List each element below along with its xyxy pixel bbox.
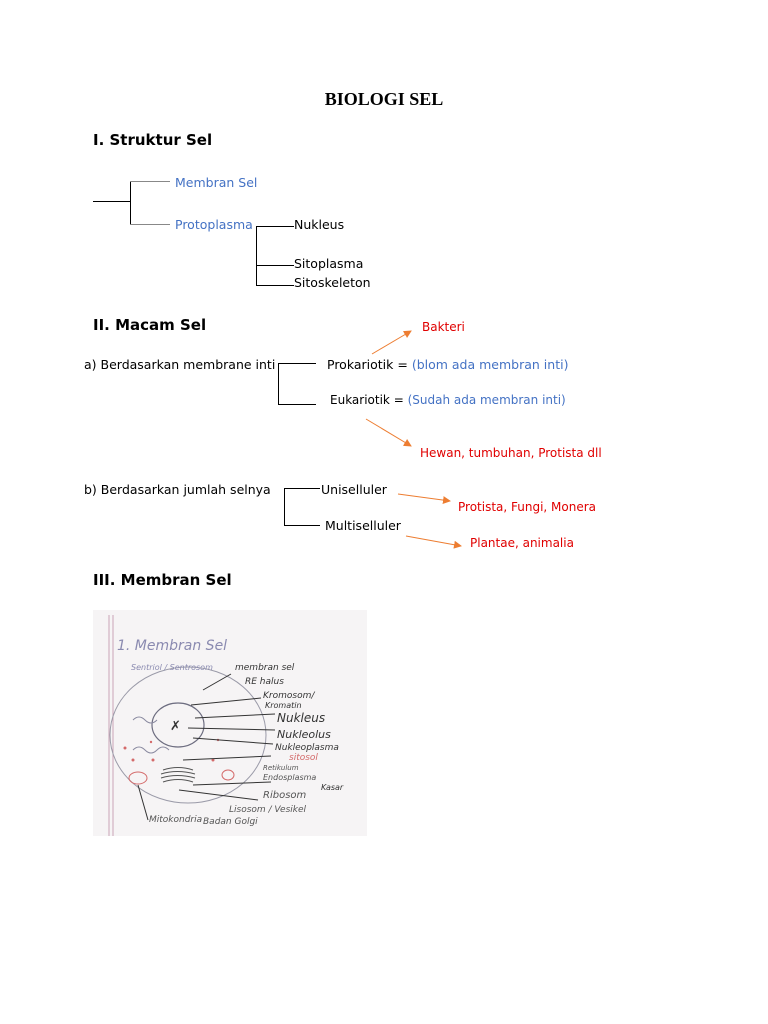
tree-branch-membran [130,181,170,182]
tree-root-line [93,201,130,202]
drawing-label-nukleolus: Nukleolus [277,728,331,741]
drawing-label-nukleus: Nukleus [277,711,325,725]
label-hewan-tumbuhan: Hewan, tumbuhan, Protista dll [420,446,602,460]
drawing-label-kromosom: Kromosom/ [263,691,315,701]
bracket-b-vertical [284,488,285,525]
protoplasma-branch-sitoplasma [256,265,294,266]
label-membran-sel: Membran Sel [175,175,258,190]
drawing-label-lisosom: Lisosom / Vesikel [229,805,307,815]
drawing-label-ribosom: Ribosom [263,790,307,801]
arrow-eukariotik-hewan [365,418,412,447]
label-sitoskeleton: Sitoskeleton [294,275,371,290]
svg-text:✗: ✗ [170,719,181,734]
label-bakteri: Bakteri [422,320,465,334]
label-eukariotik: Eukariotik = (Sudah ada membran inti) [330,393,566,407]
cell-diagram-photo: ✗ [93,610,367,836]
eukariotik-term: Eukariotik = [330,393,408,407]
label-protista-fungi-monera: Protista, Fungi, Monera [458,500,597,514]
eukariotik-description: (Sudah ada membran inti) [407,393,566,407]
protoplasma-branch-nukleus [256,226,294,227]
bracket-b-top [284,488,320,489]
drawing-label-badan-golgi: Badan Golgi [203,817,258,827]
arrow-multiselluler-plantae [405,535,462,549]
drawing-label-endosplasma: Endosplasma [263,773,316,782]
drawing-label-sitosol: sitosol [289,753,318,763]
drawing-label-re-halus: RE halus [245,677,284,687]
drawing-label-mitokondria: Mitokondria [149,815,202,825]
label-berdasarkan-membrane-inti: a) Berdasarkan membrane inti [84,357,276,372]
label-berdasarkan-jumlah-sel: b) Berdasarkan jumlah selnya [84,482,271,497]
cell-diagram-drawing: ✗ [108,615,344,836]
protoplasma-branch-sitoskeleton [256,285,294,286]
drawing-label-nukleoplasma: Nukleoplasma [275,743,339,753]
drawing-heading: 1. Membran Sel [117,638,227,654]
bracket-b-bottom [284,525,320,526]
arrow-uniselluler-protista [397,493,451,505]
drawing-label-kasar: Kasar [321,783,344,792]
arrow-prokariotik-bakteri [371,330,412,355]
tree-vertical-line [130,181,131,224]
section-heading-struktur-sel: I. Struktur Sel [93,131,213,149]
section-heading-macam-sel: II. Macam Sel [93,316,207,334]
section-heading-membran-sel: III. Membran Sel [93,571,232,589]
bracket-a-bottom [278,404,316,405]
document-title: BIOLOGI SEL [324,89,444,109]
label-uniselluler: Uniselluler [321,482,387,497]
label-plantae-animalia: Plantae, animalia [470,536,574,550]
tree-branch-protoplasma [130,224,170,225]
drawing-label-membran-sel: membran sel [235,663,295,673]
bracket-a-top [278,363,316,364]
drawing-label-retikulum: Retikulum [263,764,299,772]
label-nukleus: Nukleus [294,217,345,232]
label-protoplasma: Protoplasma [175,217,253,232]
label-prokariotik: Prokariotik = (blom ada membran inti) [327,357,568,372]
drawing-label-sentriol: Sentriol / Sentrosom [131,663,213,672]
bracket-a-vertical [278,363,279,404]
label-sitoplasma: Sitoplasma [294,256,364,271]
label-multiselluler: Multiselluler [325,518,401,533]
prokariotik-description: (blom ada membran inti) [411,357,569,372]
protoplasma-vertical-line [256,226,257,286]
drawing-label-kromatin: Kromatin [265,701,302,710]
prokariotik-term: Prokariotik = [327,357,412,372]
